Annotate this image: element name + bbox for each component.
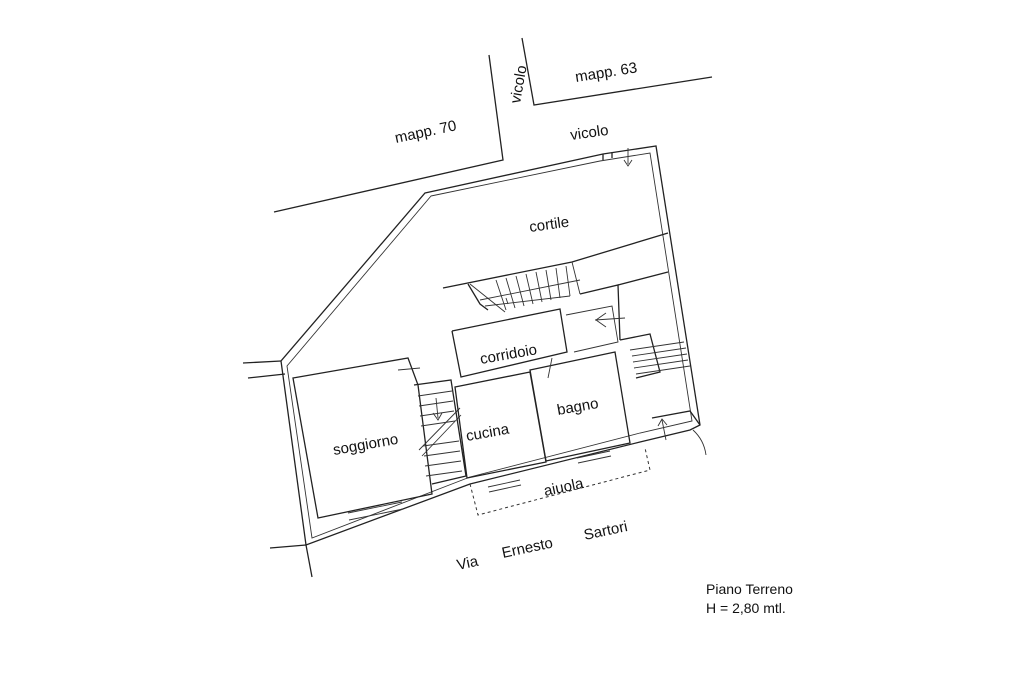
label-street-sartori: Sartori [582,518,629,544]
label-bagno: bagno [556,395,600,419]
label-corridoio: corridoio [479,341,539,368]
label-soggiorno: soggiorno [332,431,400,459]
building-perimeter [280,145,701,546]
interior-stair [413,379,467,485]
label-vicolo-top: vicolo [569,122,609,144]
side-stair [619,333,707,456]
cortile-area [442,232,669,341]
corridoio-area [451,305,626,378]
bagno-area [529,351,631,464]
soggiorno-area [292,357,433,521]
label-vicolo-vertical: vicolo [507,64,530,105]
legend-floor: Piano Terreno [706,581,793,597]
label-street-via: Via [455,553,480,574]
room-labels: mapp. 70 mapp. 63 vicolo vicolo cortile … [332,59,639,574]
label-cucina: cucina [465,421,511,445]
entry-arrows [505,148,633,305]
plan-legend: Piano Terreno H = 2,80 mtl. [706,580,793,618]
aiuola-area [469,447,651,516]
label-aiuola: aiuola [542,475,585,500]
label-cortile: cortile [528,214,570,236]
legend-height: H = 2,80 mtl. [706,600,786,616]
cucina-area [454,371,547,493]
label-mapp-70: mapp. 70 [393,117,458,147]
site-boundaries [273,37,713,213]
street [242,360,313,578]
label-mapp-63: mapp. 63 [574,59,638,86]
label-street-ernesto: Ernesto [500,535,554,562]
